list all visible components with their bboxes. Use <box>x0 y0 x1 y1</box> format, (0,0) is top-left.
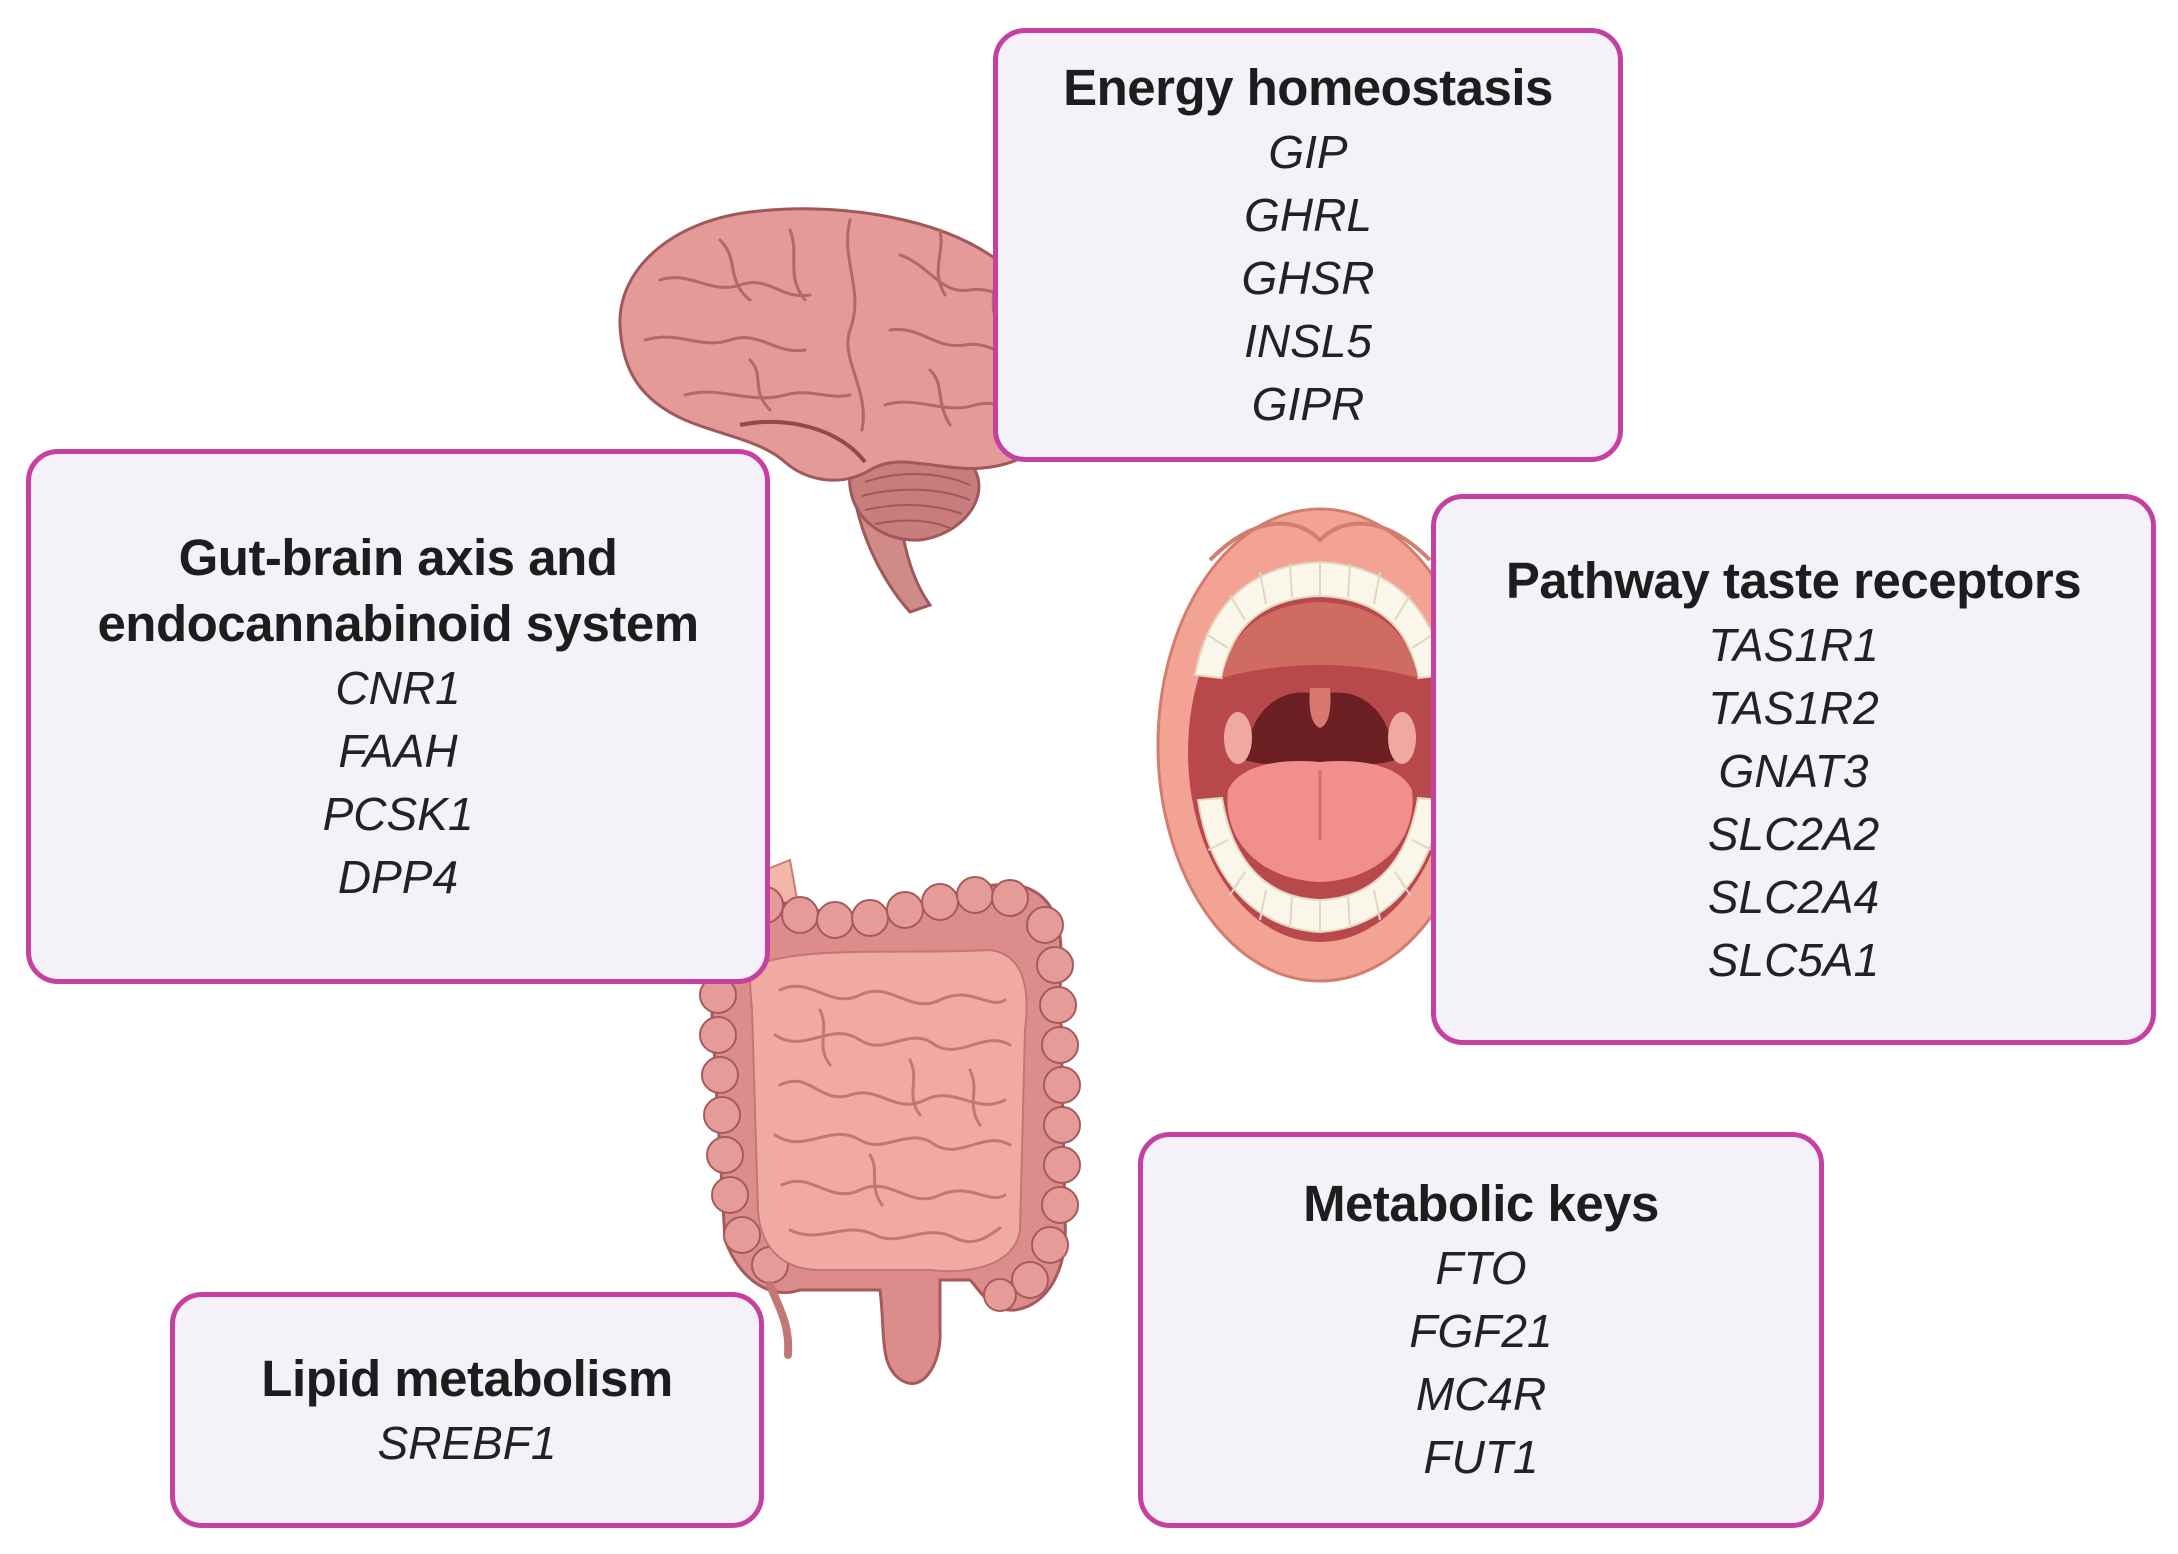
gene-label: SREBF1 <box>377 1416 557 1469</box>
gut-brain-axis-box: Gut-brain axis and endocannabinoid syste… <box>26 449 770 984</box>
gene-label: DPP4 <box>337 850 459 903</box>
gene-label: SLC2A2 <box>1707 807 1880 860</box>
intestine-illustration <box>699 858 1081 1385</box>
metabolic-keys-box: Metabolic keys FTO FGF21 MC4R FUT1 <box>1138 1132 1824 1528</box>
gene-label: FTO <box>1435 1242 1527 1294</box>
lipid-metabolism-title: Lipid metabolism <box>261 1349 673 1407</box>
gene-label: SLC2A4 <box>1707 870 1880 923</box>
gene-label: FGF21 <box>1409 1305 1553 1357</box>
brain-illustration <box>618 207 1073 614</box>
metabolic-keys-title: Metabolic keys <box>1303 1175 1659 1232</box>
gene-label: TAS1R2 <box>1708 681 1879 734</box>
gene-label: GHSR <box>1241 251 1375 304</box>
gene-label: FUT1 <box>1423 1431 1539 1483</box>
gene-label: FAAH <box>338 724 458 777</box>
lipid-metabolism-box: Lipid metabolism SREBF1 <box>170 1292 764 1528</box>
gene-label: TAS1R1 <box>1708 618 1879 671</box>
energy-homeostasis-box: Energy homeostasis GIP GHRL GHSR INSL5 G… <box>993 28 1623 462</box>
gene-label: SLC5A1 <box>1707 933 1880 986</box>
taste-receptors-title: Pathway taste receptors <box>1505 551 2082 609</box>
gene-label: CNR1 <box>335 661 461 714</box>
gene-label: GNAT3 <box>1718 744 1869 797</box>
energy-homeostasis-title: Energy homeostasis <box>1063 58 1553 116</box>
gene-label: GHRL <box>1244 188 1372 241</box>
gene-label: PCSK1 <box>322 787 474 840</box>
gut-brain-title-line1: Gut-brain axis and <box>178 528 618 586</box>
gene-label: GIPR <box>1251 377 1365 430</box>
gene-label: MC4R <box>1415 1368 1547 1420</box>
gene-label: INSL5 <box>1244 314 1372 367</box>
gene-label: GIP <box>1268 125 1348 178</box>
gut-brain-title-line2: endocannabinoid system <box>97 594 699 652</box>
taste-receptors-box: Pathway taste receptors TAS1R1 TAS1R2 GN… <box>1431 494 2156 1045</box>
mouth-illustration <box>1156 507 1484 983</box>
